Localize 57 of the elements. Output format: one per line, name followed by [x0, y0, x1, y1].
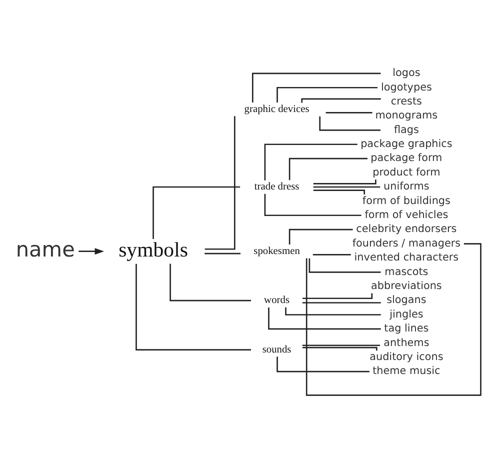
node-text: package graphics	[360, 138, 452, 150]
connector	[302, 292, 373, 299]
connector	[204, 252, 240, 254]
connector	[306, 242, 482, 396]
node-text: sounds	[262, 344, 292, 355]
node-text: trade dress	[254, 181, 300, 192]
node-text: founders / managers	[352, 236, 461, 249]
connector	[285, 306, 381, 315]
connector	[252, 72, 381, 102]
node-text: crests	[390, 94, 422, 107]
connector	[288, 228, 353, 244]
connector	[302, 344, 380, 346]
connector	[301, 98, 381, 102]
node-text: abbreviations	[371, 280, 442, 292]
node-text: logos	[392, 66, 420, 79]
connector	[136, 263, 251, 350]
connector	[313, 186, 380, 188]
connector	[264, 143, 358, 180]
connector	[276, 86, 378, 102]
node-text: celebrity endorsers	[356, 222, 457, 235]
connector	[264, 193, 362, 216]
connector	[313, 179, 376, 184]
node-text: logotypes	[381, 80, 432, 93]
node-text: flags	[394, 123, 419, 136]
connector	[302, 302, 381, 303]
connector	[319, 116, 380, 130]
node-text: symbols	[118, 237, 188, 262]
node-text: mascots	[384, 265, 428, 278]
node-text: product form	[372, 166, 440, 178]
connector	[302, 346, 378, 350]
connector	[288, 157, 368, 180]
node-text: auditory icons	[370, 350, 444, 363]
node-text: form of buildings	[362, 194, 450, 206]
node-text: form of vehicles	[364, 208, 448, 221]
node-text: tag lines	[384, 322, 429, 334]
connector	[308, 258, 381, 272]
node-text: slogans	[386, 294, 426, 306]
node-text: words	[264, 294, 290, 306]
connector	[326, 112, 372, 113]
connector	[204, 116, 236, 250]
node-text: jingles	[390, 308, 424, 320]
node-text: invented characters	[354, 251, 459, 264]
connector	[312, 254, 351, 255]
node-text: graphic devices	[244, 104, 310, 115]
node-text: package form	[370, 152, 442, 164]
connector	[268, 306, 381, 330]
connector	[170, 263, 252, 301]
arrow	[78, 248, 104, 254]
node-text: uniforms	[384, 180, 430, 192]
node-text: spokesmen	[254, 246, 300, 256]
connector	[152, 186, 240, 238]
node-text: anthems	[384, 336, 430, 348]
connector	[276, 356, 370, 372]
connector	[313, 189, 365, 194]
node-text: monograms	[375, 109, 438, 122]
node-text: theme music	[372, 364, 440, 377]
node-text: name	[16, 237, 75, 262]
